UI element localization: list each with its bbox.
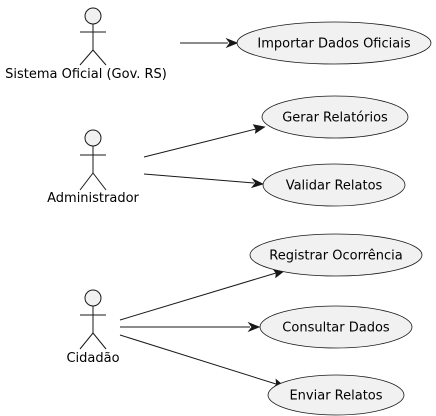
association-admin-validar [143, 173, 264, 189]
association-cidadao-registrar [119, 268, 286, 321]
actor-label: Sistema Oficial (Gov. RS) [5, 67, 167, 82]
usecase-label: Consultar Dados [282, 321, 390, 336]
association-sistema-importar [180, 37, 239, 49]
associations [119, 37, 286, 389]
usecase-registrar-ocorrencia: Registrar Ocorrência [249, 233, 423, 277]
association-cidadao-enviar [119, 334, 286, 389]
stick-figure-icon [79, 129, 107, 191]
stick-figure-icon [79, 289, 107, 350]
usecase-label: Importar Dados Oficiais [257, 37, 410, 52]
usecase-label: Gerar Relatórios [282, 111, 388, 126]
usecase-label: Validar Relatos [286, 179, 383, 194]
usecase-enviar-relatos: Enviar Relatos [267, 374, 405, 416]
usecase-label: Registrar Ocorrência [269, 249, 402, 264]
association-admin-relatorios [143, 124, 266, 158]
usecase-importar-dados-oficiais: Importar Dados Oficiais [236, 21, 432, 65]
association-cidadao-consultar [120, 321, 261, 333]
actor-label: Cidadão [66, 351, 119, 366]
usecase-gerar-relatorios: Gerar Relatórios [261, 95, 409, 139]
stick-figure-icon [79, 7, 107, 66]
actor-administrador: Administrador [47, 129, 140, 206]
usecase-label: Enviar Relatos [289, 389, 382, 404]
actor-label: Administrador [47, 191, 139, 206]
actor-sistema-oficial: Sistema Oficial (Gov. RS) [5, 7, 167, 82]
actor-cidadao: Cidadão [66, 289, 120, 366]
usecase-validar-relatos: Validar Relatos [262, 163, 406, 207]
usecase-consultar-dados: Consultar Dados [259, 305, 413, 349]
